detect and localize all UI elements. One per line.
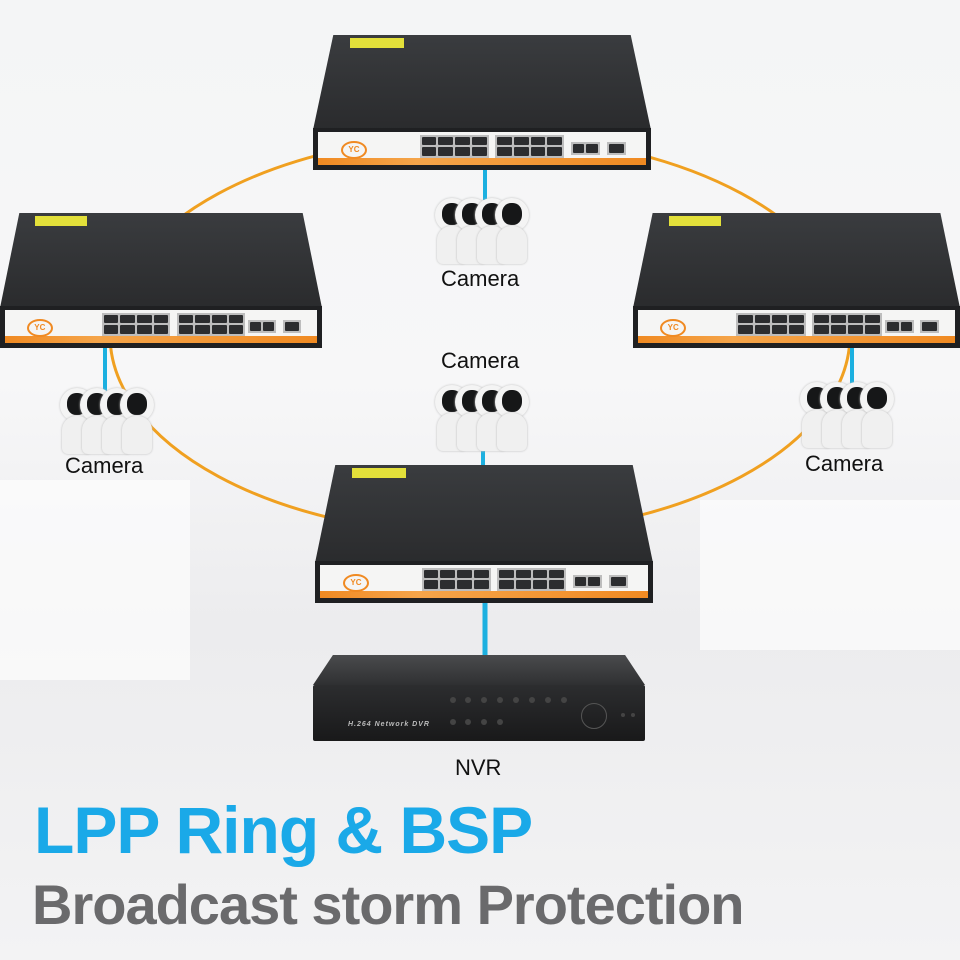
nvr-label: NVR: [455, 755, 502, 780]
camera-group-top: [435, 198, 529, 264]
label-sticker: [352, 468, 407, 478]
camera-group-right: [800, 382, 894, 448]
camera-group-center: [435, 385, 529, 451]
brand-logo: YC: [26, 319, 53, 338]
switch-bottom: YC: [315, 465, 653, 603]
camera-label: Camera: [65, 453, 144, 478]
brand-logo: YC: [660, 319, 687, 338]
switch-right: YC: [633, 213, 960, 348]
camera-label: Camera: [441, 348, 520, 373]
switch-top: YC: [313, 35, 651, 170]
diagram-subtitle: Broadcast storm Protection: [32, 873, 744, 936]
nvr-brand-text: H.264 Network DVR: [348, 721, 430, 728]
brand-logo: YC: [342, 574, 369, 593]
camera-label: Camera: [441, 266, 520, 291]
background-block: [0, 480, 190, 680]
nvr-device: H.264 Network DVR: [313, 655, 645, 741]
camera-group-left: [60, 388, 154, 454]
switch-left: YC: [0, 213, 322, 348]
camera-label: Camera: [805, 451, 884, 476]
label-sticker: [668, 216, 722, 226]
background-block: [700, 500, 960, 650]
jog-dial: [581, 703, 607, 729]
label-sticker: [350, 38, 405, 48]
brand-logo: YC: [340, 141, 367, 160]
label-sticker: [35, 216, 87, 226]
diagram-title: LPP Ring & BSP: [34, 793, 533, 867]
